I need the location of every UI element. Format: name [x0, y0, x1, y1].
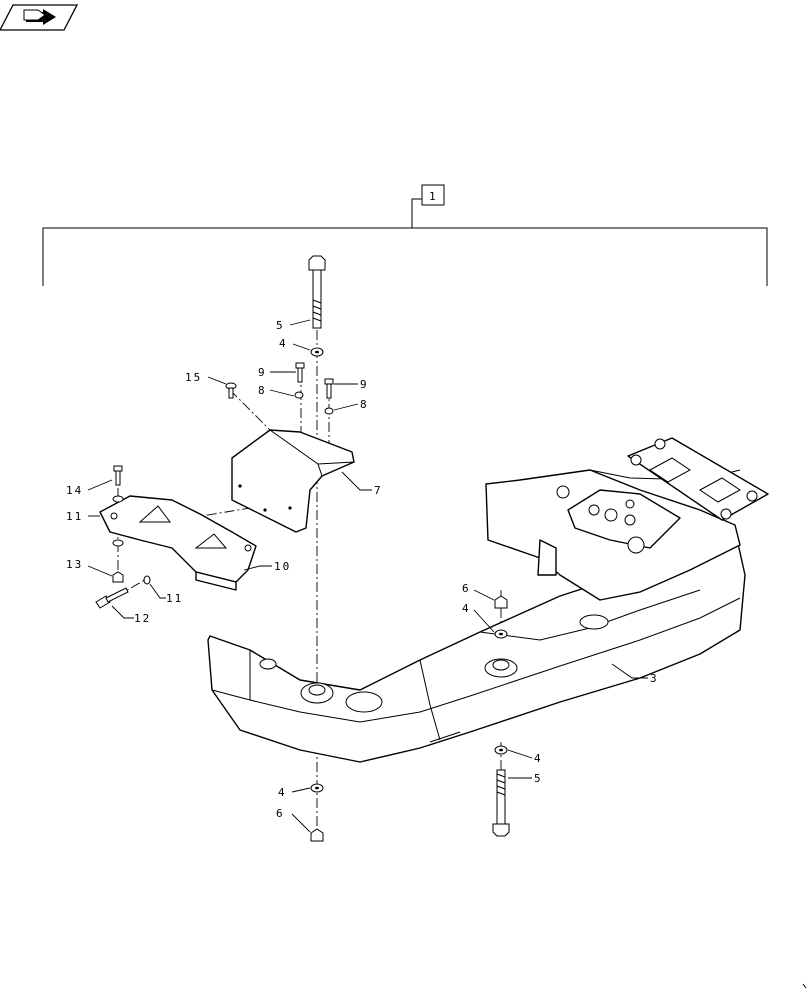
bolt-5-lower	[492, 769, 510, 837]
callout-4-right-upper: 4	[462, 602, 471, 615]
callout-8-left: 8	[258, 384, 267, 397]
callout-7: 7	[374, 484, 383, 497]
callout-10: 10	[274, 560, 291, 573]
assembly-reference: 1	[42, 184, 768, 286]
callout-4-right-lower: 4	[534, 752, 543, 765]
washer-8-right	[324, 407, 334, 415]
callouts: 5 4 9 8 15 9 8 7 14 11 13 10 11 12 6 4 3…	[66, 319, 659, 833]
washer-11-side	[143, 575, 151, 585]
hardware	[95, 255, 510, 842]
callout-15: 15	[185, 371, 202, 384]
callout-9-left: 9	[258, 366, 267, 379]
screw-15	[225, 382, 237, 399]
callout-11-right: 11	[166, 592, 183, 605]
callout-8-right: 8	[360, 398, 369, 411]
callout-11-left: 11	[66, 510, 83, 523]
bolt-5-upper	[308, 255, 326, 329]
mounting-plate	[99, 495, 257, 591]
next-page-arrow-icon	[23, 9, 56, 25]
screw-9-left	[295, 362, 305, 383]
center-lines	[99, 330, 502, 840]
callout-12: 12	[134, 612, 151, 625]
washer-11-lower	[112, 539, 124, 547]
callout-4-lower: 4	[278, 786, 287, 799]
callout-3: 3	[650, 672, 659, 685]
callout-6-upper: 6	[462, 582, 471, 595]
nut-6-lower	[310, 828, 324, 842]
callout-14: 14	[66, 484, 83, 497]
assembly-reference-number: 1	[429, 190, 438, 203]
callout-5-lower: 5	[534, 772, 543, 785]
next-page-button[interactable]	[0, 4, 79, 31]
corner-mark	[802, 983, 807, 989]
washer-8-left	[294, 391, 304, 399]
mounting-bracket	[231, 429, 355, 533]
front-support-casting	[207, 437, 769, 763]
callout-13: 13	[66, 558, 83, 571]
washer-11-upper	[112, 495, 124, 503]
bolt-12	[95, 587, 129, 609]
callout-9-right: 9	[360, 378, 369, 391]
screw-9-right	[324, 378, 334, 399]
nut-13	[112, 571, 124, 583]
callout-6-lower: 6	[276, 807, 285, 820]
screw-14	[113, 465, 123, 486]
callout-4-upper: 4	[279, 337, 288, 350]
callout-5-upper: 5	[276, 319, 285, 332]
nut-6-upper	[494, 595, 508, 609]
